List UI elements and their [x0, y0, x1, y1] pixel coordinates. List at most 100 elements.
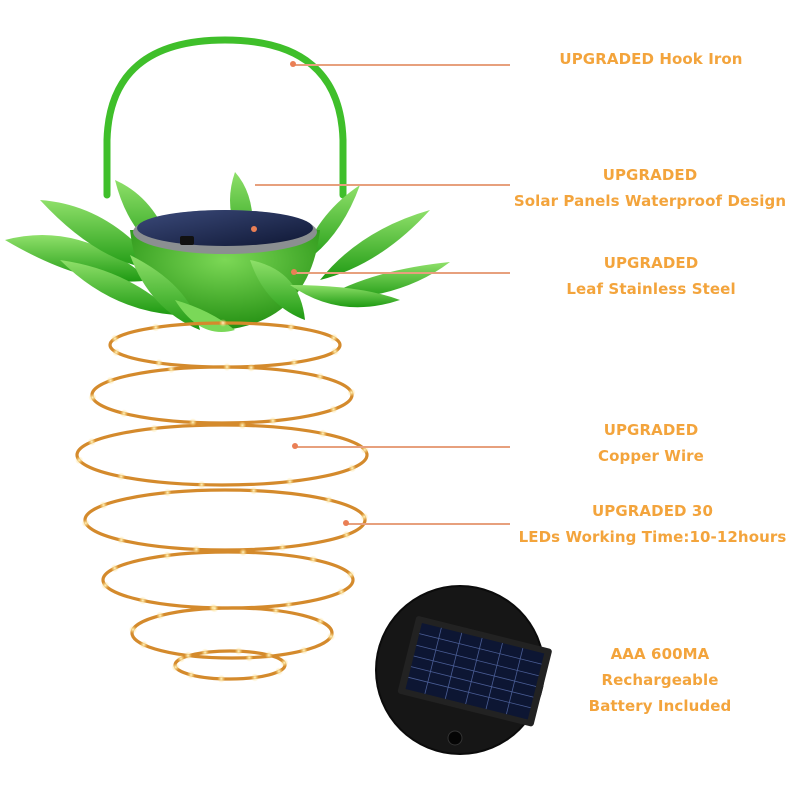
callout-line: UPGRADED 30 — [592, 502, 713, 520]
hook-handle — [103, 36, 347, 199]
led-dot — [239, 548, 248, 557]
led-dot — [219, 319, 227, 327]
callout-line: UPGRADED — [603, 254, 699, 272]
led-dot — [150, 424, 159, 433]
led-dot — [117, 472, 126, 481]
led-dot — [112, 348, 121, 357]
callout-line: UPGRADED — [602, 166, 698, 184]
led-dot — [129, 625, 137, 634]
led-dot — [316, 617, 325, 626]
led-dot — [280, 658, 289, 667]
led-dot — [188, 418, 197, 427]
wire-coil — [75, 423, 369, 487]
led-dot — [360, 512, 369, 521]
solar-panel-top — [137, 210, 313, 246]
callout-battery: AAA 600MA Rechargeable Battery Included — [560, 641, 760, 719]
callout-line: Battery Included — [588, 697, 732, 715]
led-dot — [151, 323, 160, 332]
callout-line: Rechargeable — [601, 671, 719, 689]
callout-line: UPGRADED — [603, 421, 699, 439]
led-dot — [337, 587, 346, 596]
led-dot — [309, 555, 318, 564]
led-dot — [331, 347, 339, 356]
led-dot — [177, 654, 185, 663]
wire-coil — [90, 365, 354, 425]
pointer-line-leaf — [295, 272, 510, 274]
led-dot — [99, 501, 108, 510]
pointer-line-leds — [347, 523, 510, 525]
led-dot — [217, 674, 226, 683]
callout-line: LEDs Working Time:10-12hours — [518, 528, 787, 546]
led-dot — [197, 480, 206, 489]
led-dot — [287, 323, 295, 331]
led-dot — [139, 640, 148, 649]
callout-copper-wire: UPGRADED Copper Wire — [520, 417, 782, 469]
led-dot — [348, 464, 357, 473]
callout-line: Copper Wire — [598, 447, 704, 465]
callout-line: Leaf Stainless Steel — [566, 280, 736, 298]
solar-panel-closeup — [375, 585, 552, 755]
led-dot — [278, 543, 287, 552]
led-dot — [245, 653, 254, 662]
led-dot — [155, 359, 163, 367]
led-dot — [87, 437, 96, 446]
led-dot — [271, 606, 280, 615]
pointer-line-copper — [296, 446, 510, 448]
led-dot — [117, 536, 126, 545]
callout-solar-panels: UPGRADED Solar Panels Waterproof Design — [510, 162, 790, 214]
led-dot — [167, 365, 176, 374]
pointer-line-solar — [255, 184, 510, 186]
led-dot — [347, 388, 356, 397]
led-dot — [223, 363, 231, 371]
leaf-crown-front — [60, 255, 400, 332]
led-dot — [299, 646, 308, 655]
led-dot — [101, 581, 110, 590]
pointer-dot-leds — [343, 520, 349, 526]
led-dot — [249, 486, 258, 495]
callout-line: UPGRADED Hook Iron — [559, 50, 743, 68]
pointer-dot-copper — [292, 443, 298, 449]
pointer-dot-leaf — [291, 269, 297, 275]
pointer-dot-solar — [251, 226, 257, 232]
led-lights — [75, 319, 369, 683]
led-dot — [156, 611, 165, 620]
led-dot — [327, 632, 335, 641]
led-dot — [120, 409, 128, 418]
callout-line: AAA 600MA — [610, 645, 710, 663]
led-dot — [187, 670, 196, 679]
led-dot — [268, 416, 277, 425]
led-dot — [250, 673, 259, 682]
led-dot — [88, 393, 97, 402]
switch — [180, 236, 194, 245]
led-dot — [329, 333, 338, 342]
led-dot — [81, 519, 90, 528]
led-dot — [110, 564, 119, 573]
led-dot — [201, 648, 210, 657]
led-dot — [184, 651, 193, 660]
wire-coil — [83, 488, 367, 552]
led-dot — [163, 551, 172, 560]
led-dot — [329, 405, 338, 414]
led-dot — [264, 651, 273, 660]
led-dot — [316, 372, 324, 381]
led-dot — [285, 477, 294, 486]
led-dot — [324, 495, 333, 504]
led-dot — [275, 667, 283, 676]
led-dot — [192, 545, 201, 554]
pointer-line-hook — [295, 64, 510, 66]
led-dot — [210, 604, 219, 613]
led-dot — [318, 429, 327, 438]
callout-leds: UPGRADED 30 LEDs Working Time:10-12hours — [515, 498, 790, 550]
led-dot — [138, 596, 147, 605]
led-dot — [247, 363, 256, 372]
led-dot — [234, 647, 243, 656]
led-dot — [342, 530, 351, 539]
led-dot — [346, 570, 355, 579]
led-dot — [360, 445, 369, 454]
led-dot — [75, 456, 84, 465]
callout-hook-iron: UPGRADED Hook Iron — [520, 46, 782, 72]
callout-line: Solar Panels Waterproof Design — [513, 192, 787, 210]
led-dot — [106, 376, 115, 385]
led-dot — [171, 663, 180, 672]
